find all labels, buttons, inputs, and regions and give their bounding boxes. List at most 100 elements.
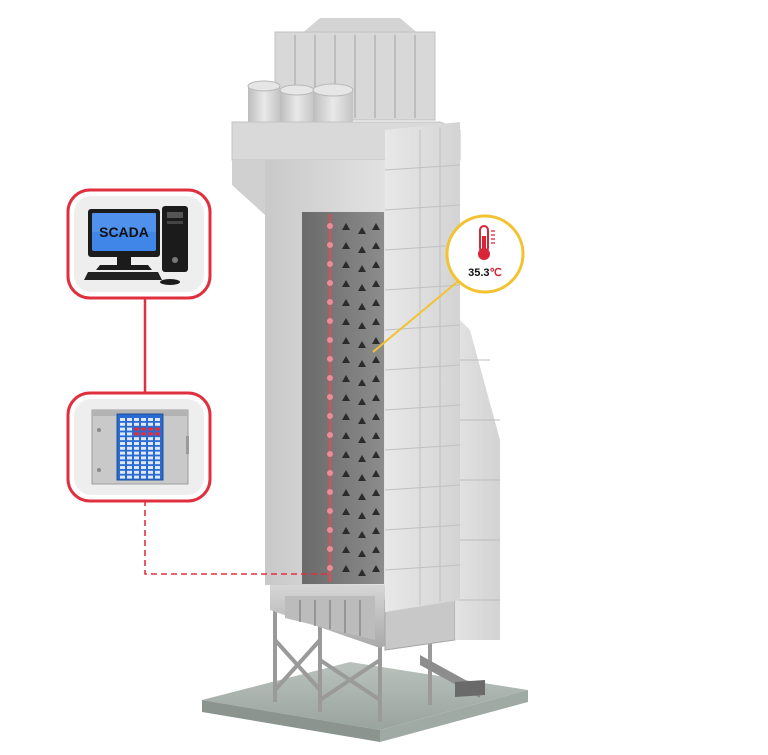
air-duct-inlet xyxy=(342,489,350,496)
temperature-sensor-node xyxy=(327,318,333,324)
display-cell xyxy=(120,456,125,460)
scada-card: SCADA xyxy=(66,188,212,300)
display-cell xyxy=(120,470,125,474)
air-duct-inlet xyxy=(342,299,350,306)
temperature-sensor-node xyxy=(327,527,333,533)
display-cell xyxy=(127,442,132,445)
air-duct-inlet xyxy=(342,451,350,458)
temperature-sensor-node xyxy=(327,565,333,571)
air-duct-inlet xyxy=(342,432,350,439)
air-duct-inlet xyxy=(358,265,366,272)
air-duct-inlet xyxy=(342,565,350,572)
air-duct-inlet xyxy=(342,242,350,249)
display-cell xyxy=(134,422,139,426)
air-duct-inlet xyxy=(372,261,380,268)
air-duct-inlet xyxy=(358,550,366,557)
air-duct-inlet xyxy=(358,322,366,329)
air-duct-inlet xyxy=(342,413,350,420)
dryer-interior xyxy=(302,212,384,584)
display-cell xyxy=(155,432,160,436)
air-duct-rows xyxy=(342,223,380,576)
display-cell xyxy=(141,442,146,445)
air-duct-inlet xyxy=(372,337,380,344)
display-cell xyxy=(134,418,139,421)
tower-panel-seams xyxy=(384,128,461,605)
air-duct-inlet xyxy=(372,565,380,572)
display-cell xyxy=(141,427,146,431)
air-duct-inlet xyxy=(342,470,350,477)
display-cell xyxy=(120,475,125,479)
display-cell xyxy=(148,475,153,479)
temperature-sensor-node xyxy=(327,242,333,248)
air-duct-inlet xyxy=(372,223,380,230)
display-cell xyxy=(155,442,160,445)
control-cabinet-card xyxy=(66,391,212,503)
display-cell xyxy=(134,432,139,436)
display-cell xyxy=(141,475,146,479)
display-cell xyxy=(148,442,153,445)
display-cell xyxy=(141,461,146,465)
display-cell xyxy=(141,456,146,460)
display-cell xyxy=(148,446,153,450)
air-duct-inlet xyxy=(372,489,380,496)
display-cell xyxy=(155,451,160,455)
display-cell xyxy=(148,451,153,455)
display-cell xyxy=(141,451,146,455)
temperature-sensor-node xyxy=(327,546,333,552)
temperature-sensor-node xyxy=(327,489,333,495)
display-cell xyxy=(141,470,146,474)
air-duct-inlet xyxy=(358,569,366,576)
air-duct-inlet xyxy=(358,246,366,253)
cabinet-to-sensor-link xyxy=(144,500,330,575)
display-cell xyxy=(134,451,139,455)
display-cell xyxy=(155,418,160,421)
display-cell xyxy=(120,451,125,455)
air-duct-inlet xyxy=(358,417,366,424)
air-duct-inlet xyxy=(358,531,366,538)
air-duct-inlet xyxy=(372,508,380,515)
air-duct-inlet xyxy=(342,337,350,344)
air-duct-inlet xyxy=(358,436,366,443)
display-cell xyxy=(120,466,125,469)
display-cell xyxy=(134,446,139,450)
air-duct-inlet xyxy=(342,223,350,230)
display-cell xyxy=(127,461,132,465)
control-cabinet-icon xyxy=(91,409,189,485)
display-cell xyxy=(120,427,125,431)
air-duct-inlet xyxy=(372,280,380,287)
support-frame xyxy=(273,598,432,722)
air-duct-inlet xyxy=(358,379,366,386)
temperature-sensor-node xyxy=(327,299,333,305)
air-duct-inlet xyxy=(372,451,380,458)
air-duct-inlet xyxy=(342,261,350,268)
display-cell xyxy=(134,475,139,479)
display-cell xyxy=(120,418,125,421)
display-cell xyxy=(141,466,146,469)
display-cell xyxy=(127,422,132,426)
display-cell xyxy=(148,461,153,465)
display-cell xyxy=(127,432,132,436)
air-duct-inlet xyxy=(342,527,350,534)
air-duct-inlet xyxy=(342,508,350,515)
scada-label: SCADA xyxy=(99,224,149,240)
display-cell xyxy=(148,427,153,431)
temperature-sensor-node xyxy=(327,470,333,476)
display-cell xyxy=(141,446,146,450)
display-cell xyxy=(120,437,125,441)
air-duct-inlet xyxy=(372,299,380,306)
temperature-sensor-node xyxy=(327,451,333,457)
display-cell xyxy=(141,432,146,436)
display-cell xyxy=(148,466,153,469)
display-cell xyxy=(155,456,160,460)
air-duct-inlet xyxy=(358,360,366,367)
air-duct-inlet xyxy=(372,413,380,420)
display-cell xyxy=(134,461,139,465)
temperature-reading: 35.3℃ xyxy=(468,267,502,279)
display-cell xyxy=(134,437,139,441)
thermometer-icon xyxy=(478,225,495,260)
display-cell xyxy=(148,470,153,474)
dryer-tower xyxy=(232,122,461,612)
display-cell xyxy=(134,456,139,460)
air-duct-inlet xyxy=(358,398,366,405)
